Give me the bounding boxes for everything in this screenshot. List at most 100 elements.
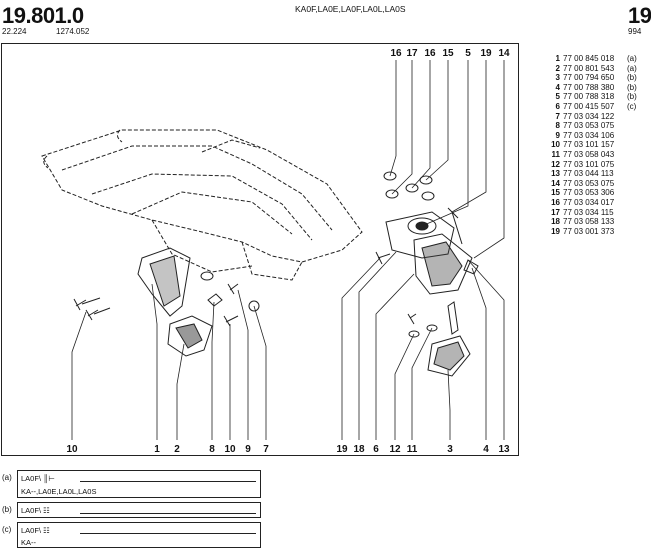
part-note <box>627 150 639 160</box>
part-note: (c) <box>627 101 637 111</box>
legend-key: (b) <box>2 505 12 514</box>
leader-line <box>389 60 397 177</box>
callout-label: 12 <box>389 444 401 455</box>
leader-line <box>151 283 158 440</box>
leader-line <box>375 273 415 440</box>
part-code: 77 00 845 018 <box>563 54 615 63</box>
part-num: 11 <box>551 149 560 159</box>
part-num: 16 <box>551 197 560 207</box>
leader-line <box>237 289 249 440</box>
part-code: 77 03 101 075 <box>563 159 615 169</box>
part-code: 77 00 415 507 <box>563 101 615 111</box>
callout-label: 17 <box>406 48 418 59</box>
callout-label: 19 <box>480 48 492 59</box>
part-note <box>627 169 639 179</box>
legend-box: LA0F\ ☷ <box>17 502 261 518</box>
legend-box: LA0F\ ║⊢ KA--,LA0E,LA0L,LA0S <box>17 470 261 498</box>
legend-rule <box>80 481 256 482</box>
callout-label: 3 <box>447 444 453 455</box>
part-note <box>627 188 639 198</box>
part-note <box>627 131 639 141</box>
part-num: 12 <box>551 159 560 169</box>
callout-label: 11 <box>407 444 418 455</box>
leader-line <box>451 60 487 213</box>
part-num: 3 <box>555 73 560 83</box>
part-note: (a) <box>627 54 637 63</box>
part-note <box>627 198 639 208</box>
subframe-drawing <box>41 129 363 281</box>
callout-label: 9 <box>245 444 251 455</box>
part-note: (b) <box>627 82 637 92</box>
leader-line <box>71 311 87 440</box>
legend-row-b: (b) LA0F\ ☷ <box>0 502 270 518</box>
part-code: 77 03 034 115 <box>563 207 614 217</box>
part-note: (b) <box>627 73 637 83</box>
part-num: 7 <box>555 111 560 121</box>
part-code: 77 00 788 380 <box>563 82 615 92</box>
legend-key: (a) <box>2 473 12 482</box>
legend: (a) LA0F\ ║⊢ KA--,LA0E,LA0L,LA0S (b) LA0… <box>0 470 280 550</box>
callout-label: 5 <box>465 48 471 59</box>
part-note <box>627 217 639 227</box>
leader-line <box>447 369 451 440</box>
part-code: 77 00 794 650 <box>563 73 615 83</box>
part-num: 2 <box>555 63 560 73</box>
part-code: 77 03 044 113 <box>563 169 614 179</box>
legend-line: LA0F\ ☷ <box>21 526 50 535</box>
callout-label: 16 <box>390 48 402 59</box>
callout-label: 8 <box>209 444 215 455</box>
part-num: 6 <box>555 101 560 111</box>
legend-box: LA0F\ ☷ KA-- <box>17 522 261 548</box>
legend-line: KA--,LA0E,LA0L,LA0S <box>21 487 97 496</box>
callout-label: 2 <box>174 444 180 455</box>
part-code: 77 03 034 122 <box>563 111 615 121</box>
leader-line <box>358 251 397 440</box>
callout-label: 10 <box>66 444 78 455</box>
part-note <box>627 179 639 189</box>
ref-left: 22.224 <box>2 27 27 36</box>
leader-line <box>473 60 505 259</box>
part-note <box>627 140 639 150</box>
part-code: 77 03 053 306 <box>563 188 615 198</box>
part-code: 77 00 801 543 <box>563 63 615 73</box>
part-code: 77 03 058 133 <box>563 217 615 227</box>
callout-label: 7 <box>263 444 269 455</box>
legend-rule <box>80 533 256 534</box>
leader-line <box>411 327 433 440</box>
part-note <box>627 227 639 237</box>
callout-label: 15 <box>442 48 454 59</box>
callout-label: 6 <box>373 444 379 455</box>
ref-right: 994 <box>628 27 642 36</box>
legend-rule <box>80 513 256 514</box>
callout-label: 1 <box>154 444 160 455</box>
callout-label: 16 <box>424 48 436 59</box>
leader-line <box>176 343 185 440</box>
legend-key: (c) <box>2 525 12 534</box>
part-num: 4 <box>555 82 560 92</box>
right-mount-drawing <box>375 171 479 377</box>
part-code: 77 03 053 075 <box>563 178 615 188</box>
part-note: (b) <box>627 92 637 102</box>
leader-line <box>425 60 449 181</box>
callout-label: 4 <box>483 444 489 455</box>
leader-line <box>411 60 431 189</box>
leader-line <box>467 259 505 440</box>
